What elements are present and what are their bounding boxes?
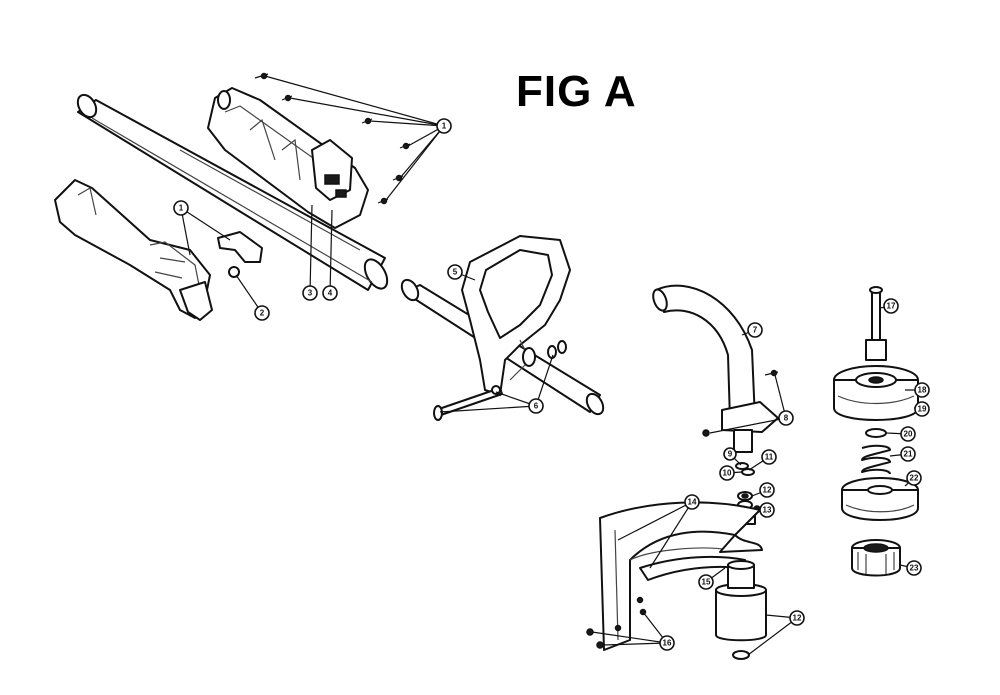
callout-label: 23 xyxy=(910,564,919,573)
callout-label: 3 xyxy=(308,289,313,298)
callout-7: 7 xyxy=(747,322,763,338)
callout-12-upper: 12 xyxy=(759,482,775,498)
callout-label: 18 xyxy=(918,386,927,395)
callout-2: 2 xyxy=(254,305,270,321)
callout-22: 22 xyxy=(906,470,922,486)
callout-label: 15 xyxy=(702,578,711,587)
callout-17: 17 xyxy=(883,298,899,314)
callout-label: 19 xyxy=(918,405,927,414)
callout-label: 17 xyxy=(887,302,896,311)
callout-label: 13 xyxy=(763,506,772,515)
callout-8: 8 xyxy=(778,410,794,426)
callout-label: 4 xyxy=(328,289,333,298)
callout-5: 5 xyxy=(447,264,463,280)
callout-label: 9 xyxy=(728,450,733,459)
callout-label: 22 xyxy=(910,474,919,483)
callout-label: 12 xyxy=(793,614,802,623)
callout-label: 5 xyxy=(453,268,458,277)
callout-label: 12 xyxy=(763,486,772,495)
callout-1-top: 1 xyxy=(436,118,452,134)
shaft-tube xyxy=(76,93,389,291)
callout-label: 7 xyxy=(753,326,758,335)
callout-19: 19 xyxy=(914,401,930,417)
callout-label: 11 xyxy=(765,453,774,462)
callout-15: 15 xyxy=(698,574,714,590)
callout-label: 6 xyxy=(534,402,539,411)
callout-label: 2 xyxy=(260,309,265,318)
callout-6: 6 xyxy=(528,398,544,414)
callout-10: 10 xyxy=(719,465,735,481)
callout-label: 21 xyxy=(904,450,913,459)
callout-9: 9 xyxy=(723,447,737,461)
curved-shaft xyxy=(652,284,779,453)
callout-12-lower: 12 xyxy=(789,610,805,626)
callout-4: 4 xyxy=(322,285,338,301)
callout-16: 16 xyxy=(659,635,675,651)
callout-label: 1 xyxy=(442,122,447,131)
callout-23: 23 xyxy=(906,560,922,576)
callout-label: 8 xyxy=(784,414,789,423)
assist-handle xyxy=(400,235,605,421)
callout-3: 3 xyxy=(302,285,318,301)
callout-20: 20 xyxy=(900,426,916,442)
callout-label: 10 xyxy=(723,469,732,478)
shaft-housing xyxy=(207,72,411,229)
callout-13: 13 xyxy=(759,502,775,518)
callout-11: 11 xyxy=(761,449,777,465)
callout-21: 21 xyxy=(900,446,916,462)
callout-18: 18 xyxy=(914,382,930,398)
callout-14: 14 xyxy=(684,494,700,510)
figure-title: FIG A xyxy=(516,67,637,116)
trimmer-guard xyxy=(586,501,767,660)
trimmer-head xyxy=(833,286,919,577)
callout-1-left: 1 xyxy=(173,200,189,216)
callout-label: 20 xyxy=(904,430,913,439)
callout-label: 1 xyxy=(179,204,184,213)
callout-label: 16 xyxy=(663,639,672,648)
callout-label: 14 xyxy=(688,498,697,507)
